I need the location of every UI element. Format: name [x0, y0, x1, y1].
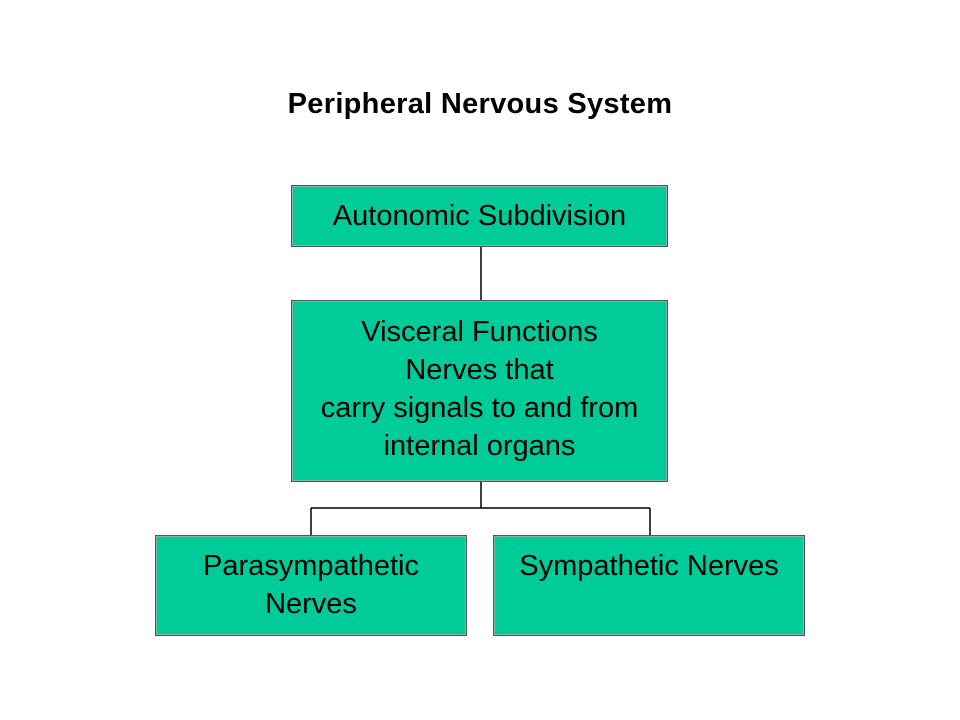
node-sympathetic-nerves: Sympathetic Nerves — [493, 535, 805, 636]
node-parasympathetic-nerves: Parasympathetic Nerves — [155, 535, 467, 636]
node-text-line: Nerves — [265, 588, 357, 620]
node-text-line: carry signals to and from — [320, 392, 639, 424]
node-text-line: Visceral Functions — [361, 316, 598, 348]
node-text-line: Sympathetic Nerves — [519, 550, 779, 582]
diagram-title: Peripheral Nervous System — [287, 88, 673, 120]
node-visceral-functions: Visceral Functions Nerves that carry sig… — [291, 300, 668, 482]
node-text-line: Nerves that — [405, 354, 554, 386]
node-text-line: Autonomic Subdivision — [332, 200, 627, 232]
node-text-line: internal organs — [383, 430, 576, 462]
node-autonomic-subdivision: Autonomic Subdivision — [291, 185, 668, 247]
node-text-line: Parasympathetic — [203, 550, 419, 582]
